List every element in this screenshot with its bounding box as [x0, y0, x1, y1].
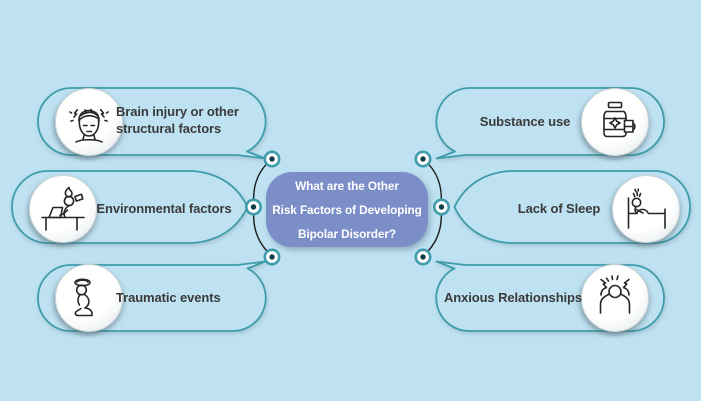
node-label-sleep: Lack of Sleep: [517, 201, 601, 216]
connector-dot-right-top: [414, 150, 432, 168]
connector-dot-left-mid: [245, 198, 263, 216]
stressed-worker-icon: [29, 175, 97, 243]
medicine-bottle-icon: [581, 88, 649, 156]
node-label-substance: Substance use: [479, 114, 571, 129]
center-title-line: Bipolar Disorder?: [298, 226, 396, 241]
node-label-traumatic: Traumatic events: [116, 290, 221, 305]
node-label-environmental: Environmental factors: [96, 201, 232, 216]
label-line: Brain injury or other: [116, 104, 239, 119]
sleepless-person-icon: [612, 175, 680, 243]
label-line: structural factors: [116, 121, 222, 136]
connector-dot-right-mid: [432, 198, 450, 216]
center-title-line: Risk Factors of Developing: [272, 202, 422, 217]
center-question-node: What are the Other Risk Factors of Devel…: [266, 172, 428, 247]
bandaged-head-icon: [55, 88, 123, 156]
node-label-brain-injury: Brain injury or other structural factors: [116, 103, 258, 137]
node-label-anxious: Anxious Relationships: [443, 290, 583, 305]
connector-dot-right-bottom: [414, 248, 432, 266]
center-title-line: What are the Other: [295, 178, 399, 193]
connector-dot-left-bottom: [263, 248, 281, 266]
connector-dot-left-top: [263, 150, 281, 168]
kneeling-person-icon: [55, 264, 123, 332]
anxious-person-icon: [581, 264, 649, 332]
